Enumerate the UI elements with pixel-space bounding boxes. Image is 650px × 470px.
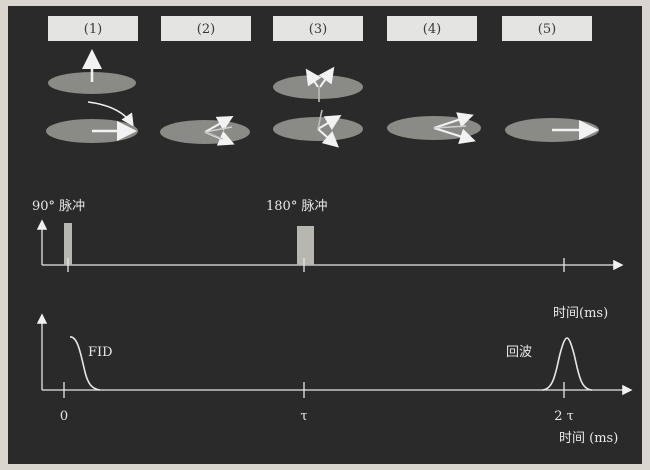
stage-label-3: (3)	[309, 22, 327, 37]
pulse-180-label: 180° 脉冲	[266, 199, 327, 214]
stage-3-refocus-pulse	[273, 66, 363, 148]
signal-axis-time-label: 时间 (ms)	[559, 431, 618, 446]
signal-plot: FID 回波 0 τ 2 τ 时间 (ms)	[36, 313, 633, 446]
stage-label-1: (1)	[84, 22, 102, 37]
tick-label-0: 0	[60, 409, 68, 424]
stage-box-4	[387, 16, 477, 41]
echo-label: 回波	[506, 345, 532, 360]
pulse-90-bar	[64, 223, 72, 265]
tick-label-2tau: 2 τ	[554, 409, 574, 424]
spin-vector	[433, 112, 474, 129]
stage-label-5: (5)	[538, 22, 556, 37]
spin-vector	[317, 114, 342, 131]
spin-vector	[204, 131, 224, 140]
spin-vector	[317, 128, 339, 148]
spin-vector	[204, 116, 234, 133]
spin-vector	[318, 66, 335, 88]
fid-decay-curve	[69, 336, 101, 391]
stage-4-rephasing	[387, 112, 481, 145]
spin-vector	[433, 125, 467, 129]
pulse-axis-time-label: 时间(ms)	[553, 306, 608, 321]
spin-vector	[317, 109, 323, 130]
stage-label-4: (4)	[423, 22, 441, 37]
stage-box-2	[161, 16, 251, 41]
stage-box-5	[502, 16, 592, 41]
spin-disk	[48, 72, 136, 94]
stage-box-1	[48, 16, 138, 41]
stage-boxes: (1) (2) (3) (4) (5)	[48, 16, 592, 41]
diagram-frame: (1) (2) (3) (4) (5)	[8, 6, 642, 464]
echo-curve	[541, 337, 593, 391]
fid-label: FID	[88, 345, 113, 360]
spin-echo-diagram: (1) (2) (3) (4) (5)	[32, 16, 633, 446]
stage-1-magnetization	[46, 49, 138, 143]
spin-vector	[433, 127, 476, 145]
pulse-180-bar	[297, 226, 314, 265]
spin-vector	[204, 126, 233, 133]
stage-5-echo	[505, 118, 599, 142]
pulse-sequence: 90° 脉冲 180° 脉冲 时间(ms)	[32, 199, 624, 321]
pulse-90-label: 90° 脉冲	[32, 199, 85, 214]
tick-label-tau: τ	[300, 409, 307, 424]
spin-vector	[305, 68, 322, 88]
stage-2-dephasing	[160, 116, 250, 146]
stage-box-3	[273, 16, 363, 41]
stage-label-2: (2)	[197, 22, 215, 37]
